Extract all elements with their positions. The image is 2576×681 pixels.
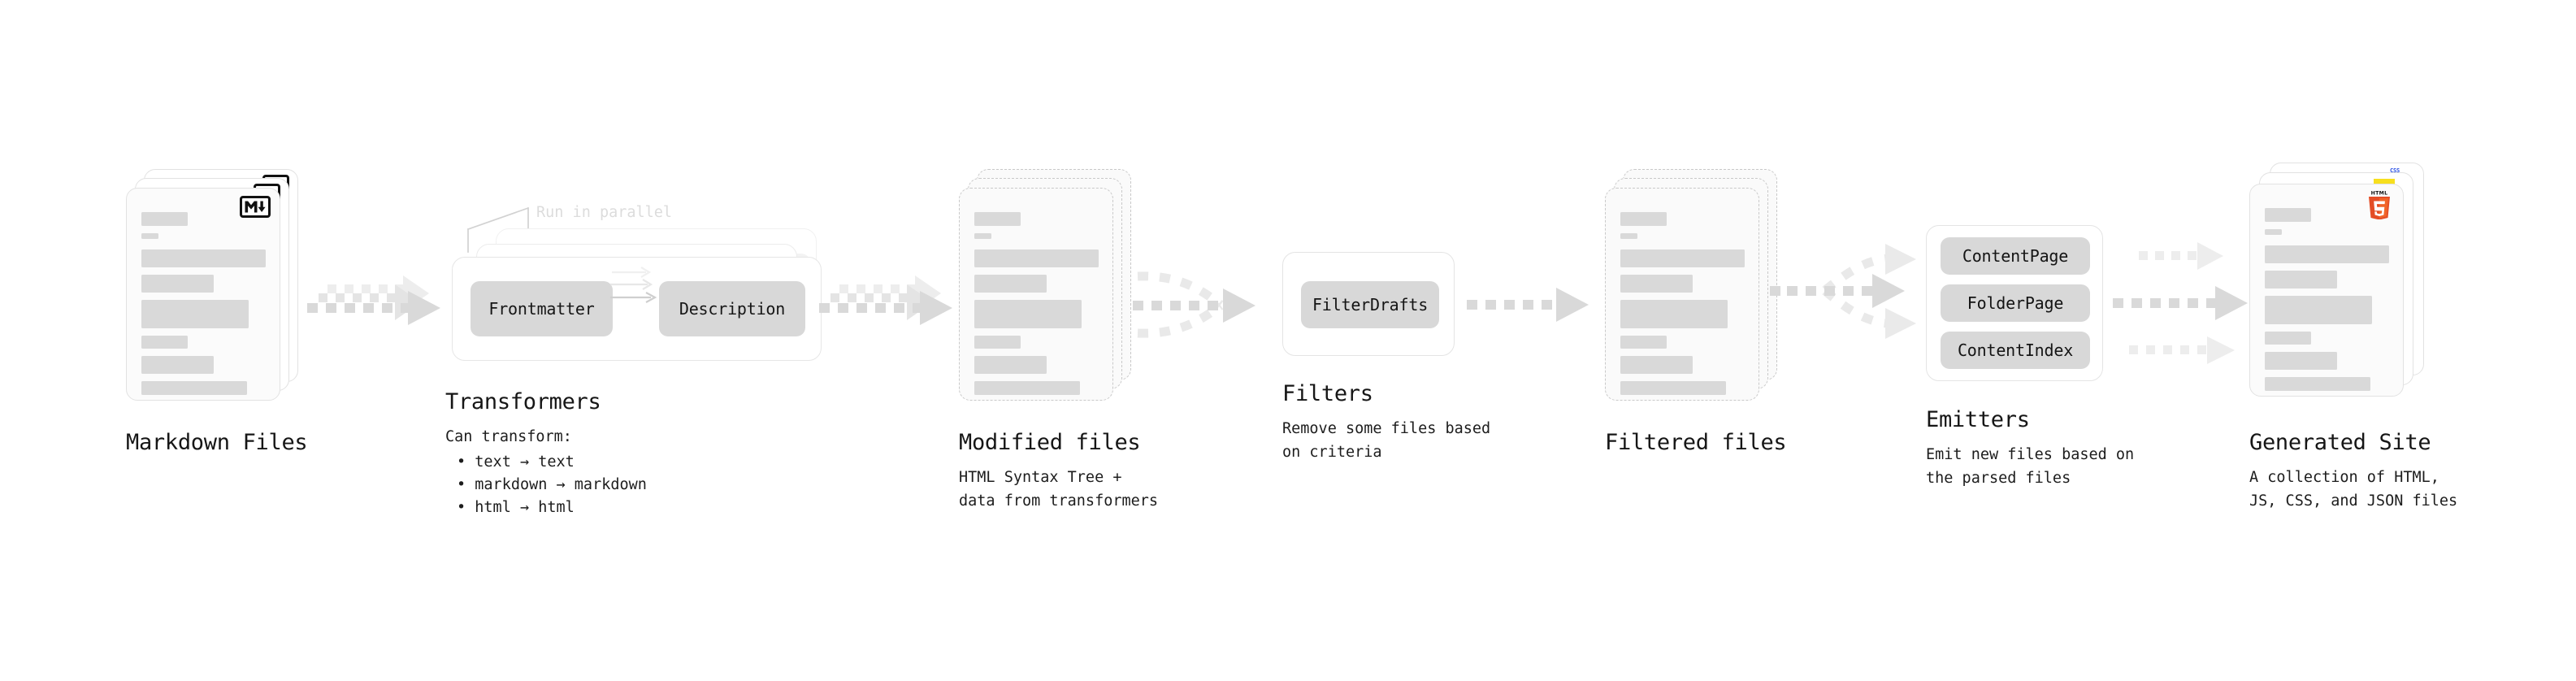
connector-filters-to-filtered (1467, 284, 1597, 333)
filters-group: FilterDrafts (1282, 252, 1457, 356)
bullet-label: markdown → markdown (475, 475, 647, 493)
connector-md-to-transformers (307, 262, 458, 359)
bullet-item: • text → text (445, 451, 738, 474)
chip-description[interactable]: Description (659, 281, 805, 336)
bullet-item: • markdown → markdown (445, 474, 738, 497)
caption-generated-site: Generated Site A collection of HTML, JS,… (2249, 429, 2558, 513)
connector-emitters-to-site (2113, 230, 2259, 380)
bullet-dot: • (457, 453, 475, 471)
bullet-item: • html → html (445, 497, 738, 519)
chip-frontmatter[interactable]: Frontmatter (471, 281, 613, 336)
stage-emitters: ContentPage FolderPage ContentIndex Emit… (1926, 0, 2202, 681)
transformer-internal-arrows (610, 267, 657, 303)
caption-transformers: Transformers Can transform: • text → tex… (445, 388, 738, 519)
svg-text:HTML: HTML (2371, 191, 2388, 197)
card-skeleton (1620, 211, 1746, 395)
stage-transformers: Run in parallel Frontmatter Description (445, 0, 827, 681)
caption-modified-files: Modified files HTML Syntax Tree + data f… (959, 429, 1251, 513)
card-skeleton (2264, 207, 2390, 391)
stage-markdown-files: Markdown Files (126, 0, 394, 681)
chip-filterdrafts[interactable]: FilterDrafts (1301, 281, 1439, 328)
stage-subtitle: A collection of HTML, JS, CSS, and JSON … (2249, 469, 2458, 510)
filtered-file-stack (1605, 169, 1780, 413)
transformers-group: Run in parallel Frontmatter Description (445, 202, 823, 376)
stage-title: Markdown Files (126, 430, 308, 455)
generated-site-stack: CSS HTML (2249, 163, 2432, 414)
caption-emitters: Emitters Emit new files based on the par… (1926, 406, 2218, 490)
emitters-box: ContentPage FolderPage ContentIndex (1926, 225, 2103, 381)
connector-modified-to-filters (1131, 258, 1273, 364)
stage-title: Emitters (1926, 407, 2030, 432)
stage-title: Transformers (445, 389, 601, 414)
transformer-box-front: Frontmatter Description (452, 257, 822, 361)
card-skeleton (141, 211, 267, 395)
modified-file-stack (959, 169, 1134, 413)
chip-contentpage[interactable]: ContentPage (1941, 237, 2090, 275)
bullet-dot: • (457, 498, 475, 516)
chip-folderpage[interactable]: FolderPage (1941, 284, 2090, 322)
run-in-parallel-bracket (466, 206, 530, 253)
stage-title: Modified files (959, 430, 1141, 455)
stage-subtitle: Emit new files based on the parsed files (1926, 446, 2135, 487)
modified-card-front (959, 188, 1113, 401)
filtered-card-front (1605, 188, 1759, 401)
markdown-card-front (126, 188, 280, 401)
stage-title: Filters (1282, 381, 1373, 406)
stage-filtered-files: Filtered files (1605, 0, 1873, 681)
html5-logo-icon: HTML (2366, 189, 2392, 220)
stage-subtitle: Can transform: (445, 428, 572, 446)
bullet-dot: • (457, 475, 475, 493)
stage-title: Generated Site (2249, 430, 2431, 455)
markdown-file-stack (126, 169, 301, 413)
caption-filtered-files: Filtered files (1605, 429, 1897, 456)
stage-subtitle: HTML Syntax Tree + data from transformer… (959, 469, 1159, 510)
connector-filtered-to-emitters (1770, 244, 1920, 382)
stage-generated-site: CSS HTML (2249, 0, 2558, 681)
bullet-label: html → html (475, 498, 575, 516)
caption-filters: Filters Remove some files based on crite… (1282, 380, 1575, 464)
run-in-parallel-label: Run in parallel (536, 204, 673, 221)
filters-box: FilterDrafts (1282, 252, 1455, 356)
transform-bullet-list: • text → text • markdown → markdown • ht… (445, 451, 738, 519)
caption-markdown-files: Markdown Files (126, 429, 418, 456)
site-card-html: HTML (2249, 184, 2404, 397)
stage-modified-files: Modified files HTML Syntax Tree + data f… (959, 0, 1227, 681)
bullet-label: text → text (475, 453, 575, 471)
markdown-logo-icon (240, 196, 271, 218)
connector-transformers-to-modified (819, 262, 969, 359)
stage-title: Filtered files (1605, 430, 1787, 455)
emitters-group: ContentPage FolderPage ContentIndex (1926, 225, 2109, 381)
stage-filters: FilterDrafts Filters Remove some files b… (1282, 0, 1559, 681)
stage-subtitle: Remove some files based on criteria (1282, 420, 1491, 461)
chip-contentindex[interactable]: ContentIndex (1941, 332, 2090, 369)
card-skeleton (974, 211, 1099, 395)
